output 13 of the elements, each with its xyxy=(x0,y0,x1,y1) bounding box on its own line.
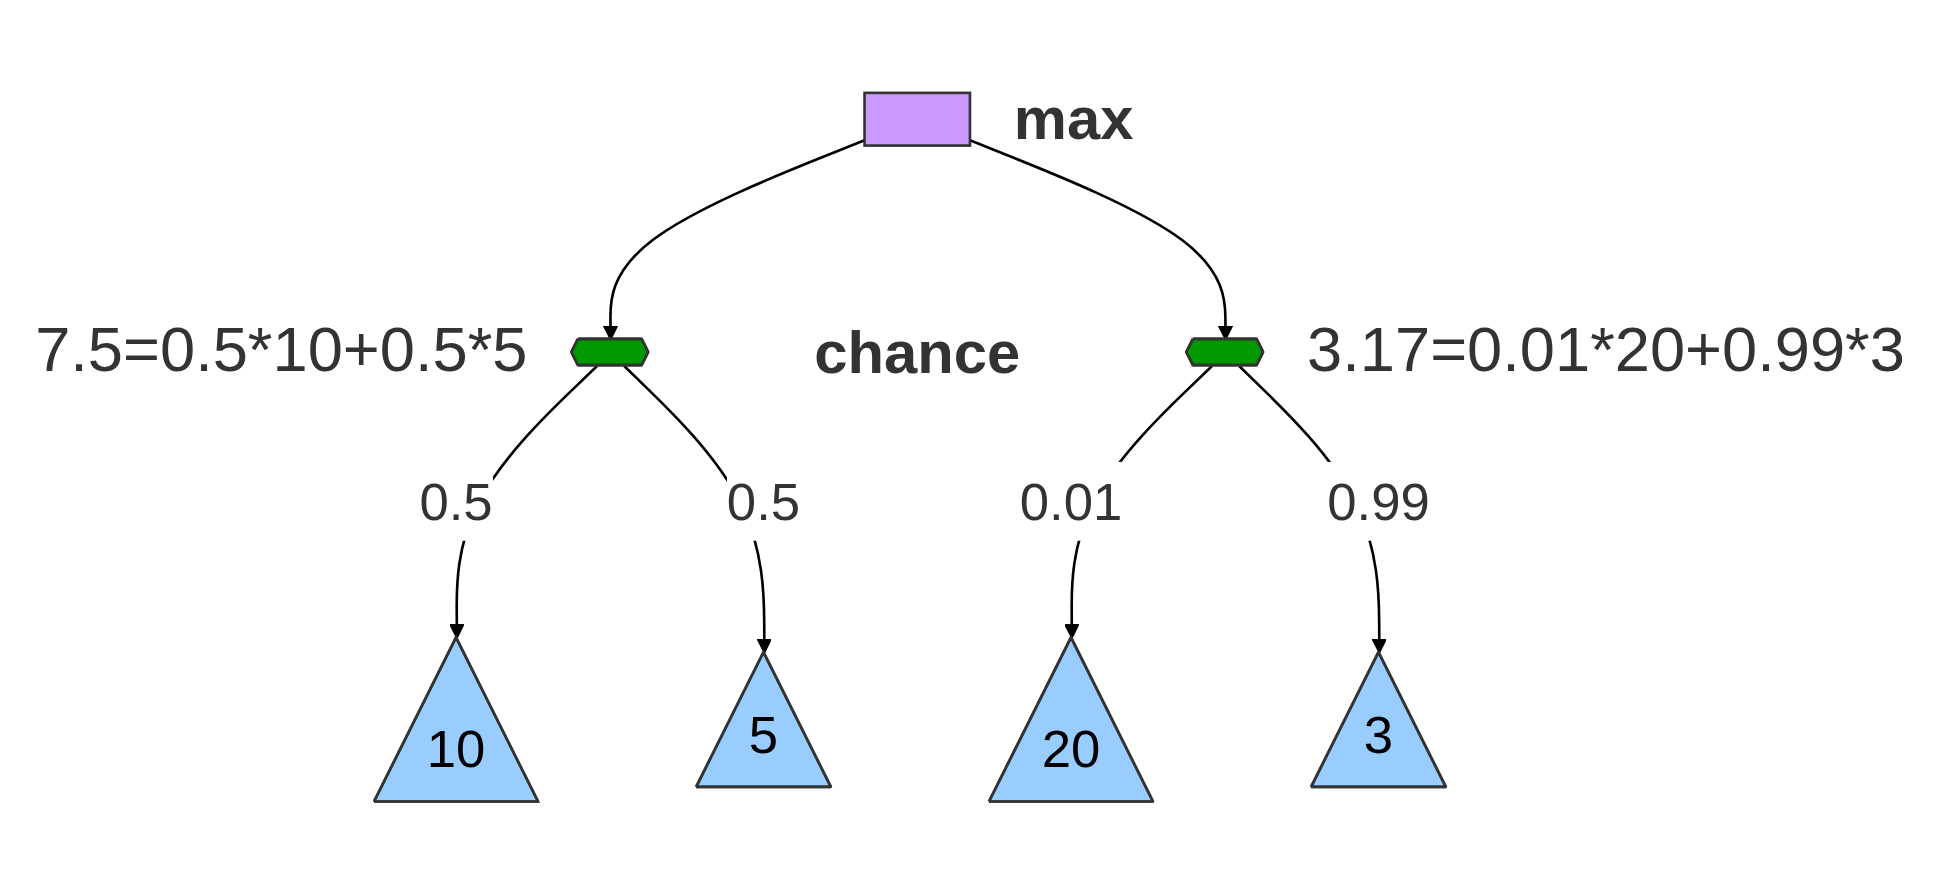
leaf-triangle: 20 xyxy=(987,636,1155,803)
probability-label: 0.99 xyxy=(1327,461,1430,541)
expected-value-formula: 3.17=0.01*20+0.99*3 xyxy=(1307,314,1905,385)
leaf-triangle: 10 xyxy=(372,636,540,803)
leaf-triangle: 3 xyxy=(1309,650,1448,789)
node-type-label: chance xyxy=(814,319,1021,387)
max-node-box xyxy=(863,91,972,147)
leaf-triangle: 5 xyxy=(694,650,833,789)
probability-label: 0.01 xyxy=(1019,461,1123,541)
chance-node-pentagon xyxy=(570,337,650,367)
expected-value-formula: 7.5=0.5*10+0.5*5 xyxy=(35,314,528,385)
node-label: max xyxy=(1013,84,1134,152)
chance-node-pentagon xyxy=(1185,337,1265,367)
